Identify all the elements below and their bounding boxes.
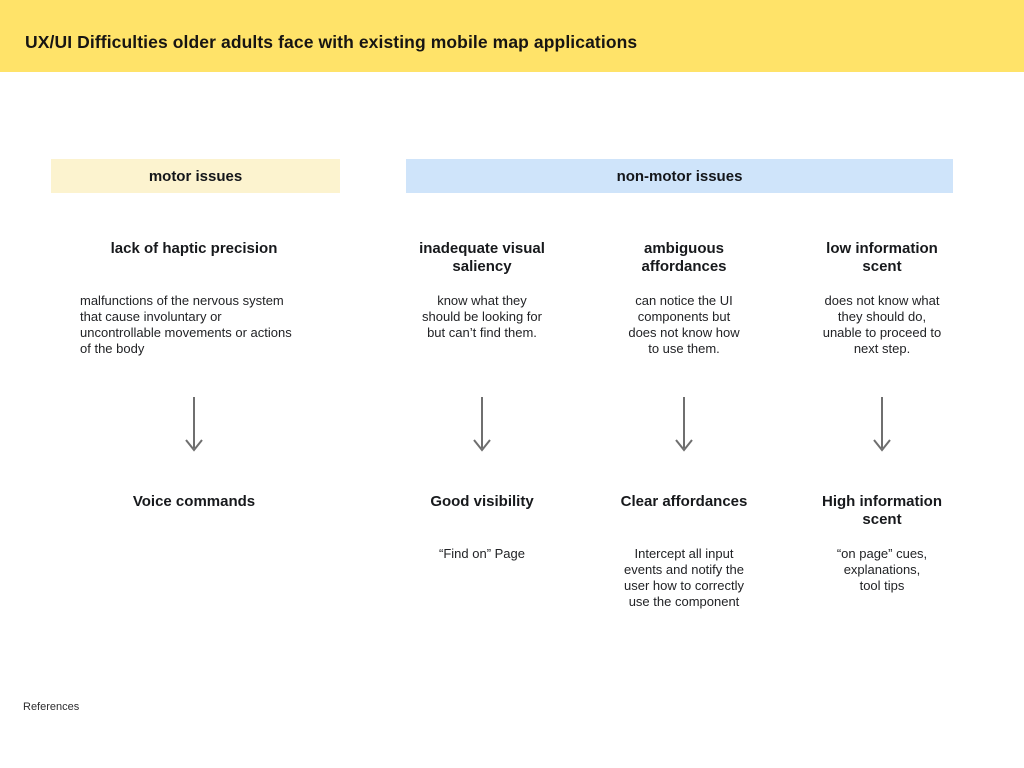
down-arrow-icon <box>185 397 203 452</box>
issue-description: know what they should be looking for but… <box>422 293 542 340</box>
down-arrow-icon <box>873 397 891 452</box>
issue-description: does not know what they should do, unabl… <box>822 293 942 356</box>
issue-title: low information scent <box>826 240 938 275</box>
down-arrow-icon <box>473 397 491 452</box>
column-ambiguous-affordances: ambiguous affordances can notice the UI … <box>589 240 779 660</box>
issue-description: can notice the UI components but does no… <box>628 293 740 356</box>
issue-title: ambiguous affordances <box>641 240 727 275</box>
solution-description: “on page” cues, explanations, tool tips <box>836 546 928 593</box>
section-header-non-motor-issues: non-motor issues <box>406 159 953 193</box>
section-label-motor: motor issues <box>148 167 243 185</box>
title-banner: UX/UI Difficulties older adults face wit… <box>0 0 1024 72</box>
down-arrow-icon <box>675 397 693 452</box>
issue-description: malfunctions of the nervous system that … <box>80 293 292 356</box>
section-label-non-motor: non-motor issues <box>616 167 743 185</box>
column-visual-saliency: inadequate visual saliency know what the… <box>387 240 577 660</box>
solution-title: Good visibility <box>430 493 534 510</box>
page-title: UX/UI Difficulties older adults face wit… <box>25 32 638 52</box>
section-header-motor-issues: motor issues <box>51 159 340 193</box>
column-information-scent: low information scent does not know what… <box>787 240 977 660</box>
column-haptic-precision: lack of haptic precision malfunctions of… <box>34 240 354 660</box>
solution-description: Intercept all input events and notify th… <box>624 546 744 609</box>
solution-description: “Find on” Page <box>439 546 525 561</box>
solution-title: High information scent <box>822 493 942 528</box>
issue-title: lack of haptic precision <box>110 240 278 257</box>
solution-title: Voice commands <box>132 493 256 510</box>
references-link[interactable]: References <box>23 701 80 713</box>
solution-title: Clear affordances <box>620 493 748 510</box>
issue-title: inadequate visual saliency <box>419 240 545 275</box>
